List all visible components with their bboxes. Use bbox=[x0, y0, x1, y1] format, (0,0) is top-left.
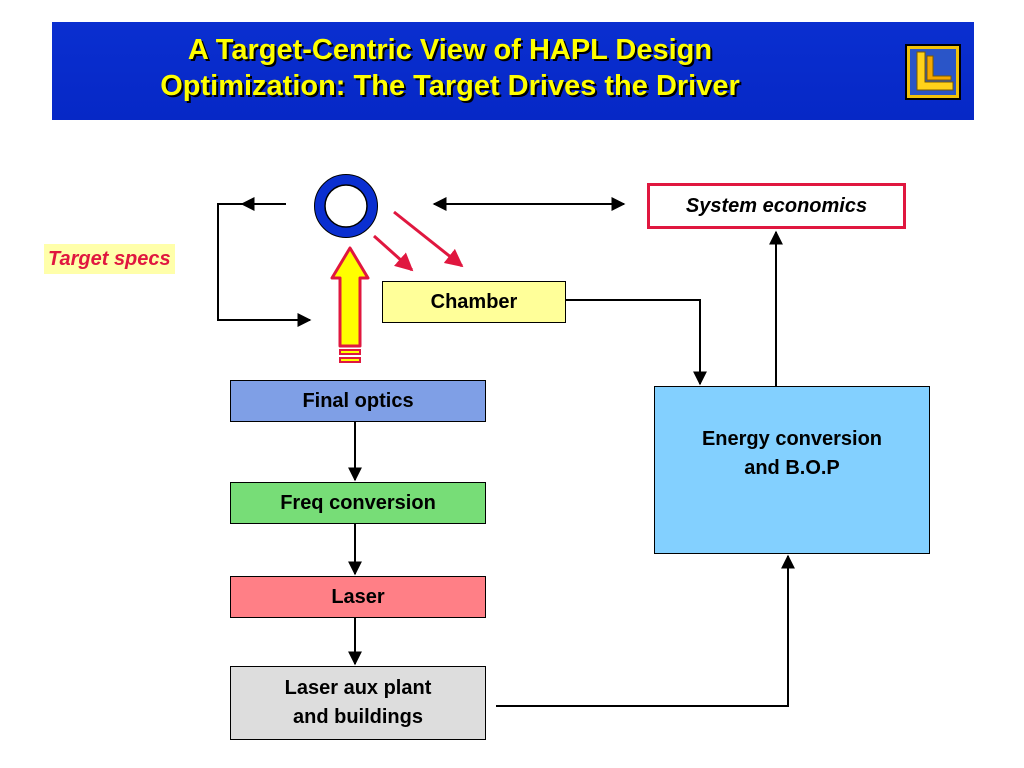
laser-beam-arrow-icon bbox=[330, 246, 370, 348]
system-economics-label: System economics bbox=[685, 194, 868, 217]
page-title: A Target-Centric View of HAPL Design Opt… bbox=[60, 32, 840, 104]
laser-aux-label-line-1: Laser aux plant bbox=[284, 677, 432, 699]
llnl-logo-icon bbox=[905, 44, 961, 100]
freq-conversion-label: Freq conversion bbox=[280, 491, 436, 514]
freq-conversion-box: Freq conversion bbox=[230, 482, 486, 524]
title-line-2: Optimization: The Target Drives the Driv… bbox=[160, 70, 740, 102]
system-economics-box: System economics bbox=[647, 183, 906, 229]
title-line-1: A Target-Centric View of HAPL Design bbox=[187, 34, 713, 66]
aux-energy-connector bbox=[496, 554, 795, 707]
energy-label-line-2: and B.O.P bbox=[744, 457, 840, 479]
chamber-box: Chamber bbox=[382, 281, 566, 323]
title-banner bbox=[52, 22, 974, 120]
energy-label-line-1: Energy conversion bbox=[701, 428, 883, 450]
laser-label: Laser bbox=[331, 585, 385, 608]
laser-aux-label-line-2: and buildings bbox=[293, 706, 423, 728]
final-optics-label: Final optics bbox=[302, 389, 414, 412]
target-chamber-arrow-1 bbox=[372, 234, 414, 272]
chamber-label: Chamber bbox=[430, 290, 518, 313]
chamber-energy-connector bbox=[566, 299, 707, 386]
target-specs-bracket bbox=[217, 203, 312, 327]
laser-aux-box: Laser aux plant and buildings bbox=[230, 666, 486, 740]
energy-conversion-box: Energy conversion and B.O.P bbox=[654, 386, 930, 554]
final-optics-box: Final optics bbox=[230, 380, 486, 422]
target-chamber-arrow-2 bbox=[393, 210, 464, 268]
target-specs-label: Target specs bbox=[44, 244, 175, 274]
laser-box: Laser bbox=[230, 576, 486, 618]
